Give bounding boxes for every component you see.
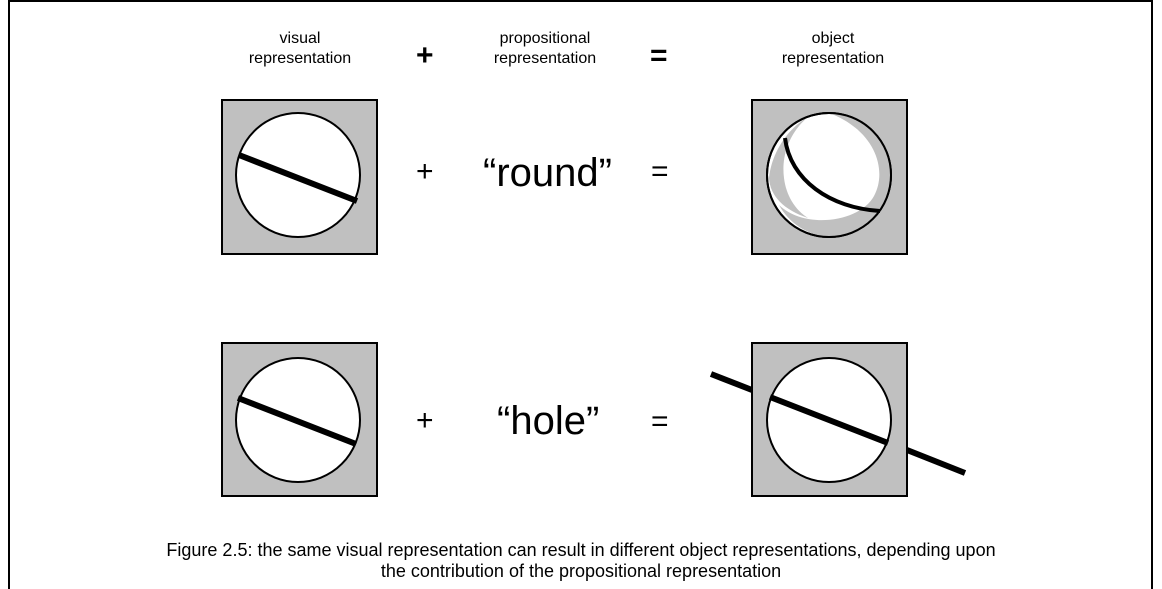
sphere-rim bbox=[766, 112, 892, 238]
row2-visual-square bbox=[221, 342, 378, 497]
header-object-representation: object representation bbox=[748, 29, 918, 69]
header-visual-representation: visual representation bbox=[215, 29, 385, 69]
header-propositional-line2: representation bbox=[493, 50, 597, 67]
header-object-line2: representation bbox=[781, 50, 885, 67]
header-visual-line1: visual bbox=[279, 30, 321, 47]
row2-object-hole-square bbox=[709, 342, 967, 497]
sphere-inner-shadow-left bbox=[769, 117, 808, 218]
header-equals-sign: = bbox=[650, 39, 668, 72]
curved-stroke bbox=[783, 137, 881, 213]
row2-plus-sign: + bbox=[416, 404, 434, 437]
row2-propositional-word: “hole” bbox=[497, 399, 600, 443]
stick-left-segment bbox=[709, 371, 754, 393]
figure-caption: Figure 2.5: the same visual representati… bbox=[10, 540, 1152, 582]
figure-frame bbox=[8, 0, 1153, 589]
row1-object-sphere-square bbox=[751, 99, 908, 255]
header-plus-sign: + bbox=[416, 39, 434, 72]
stick-right-segment bbox=[905, 447, 967, 476]
caption-line1: Figure 2.5: the same visual representati… bbox=[166, 540, 996, 560]
caption-line2: the contribution of the propositional re… bbox=[380, 561, 782, 581]
header-visual-line2: representation bbox=[248, 50, 352, 67]
row1-plus-sign: + bbox=[416, 155, 434, 188]
diagonal-stroke bbox=[236, 395, 358, 447]
header-propositional-line1: propositional bbox=[499, 30, 591, 47]
header-object-line1: object bbox=[811, 30, 855, 47]
row1-propositional-word: “round” bbox=[483, 151, 612, 195]
diagonal-stroke bbox=[237, 152, 359, 204]
row1-visual-square bbox=[221, 99, 378, 255]
stick-inner-segment bbox=[768, 394, 890, 446]
row1-equals-sign: = bbox=[651, 155, 669, 188]
header-propositional-representation: propositional representation bbox=[460, 29, 630, 69]
row2-equals-sign: = bbox=[651, 405, 669, 438]
